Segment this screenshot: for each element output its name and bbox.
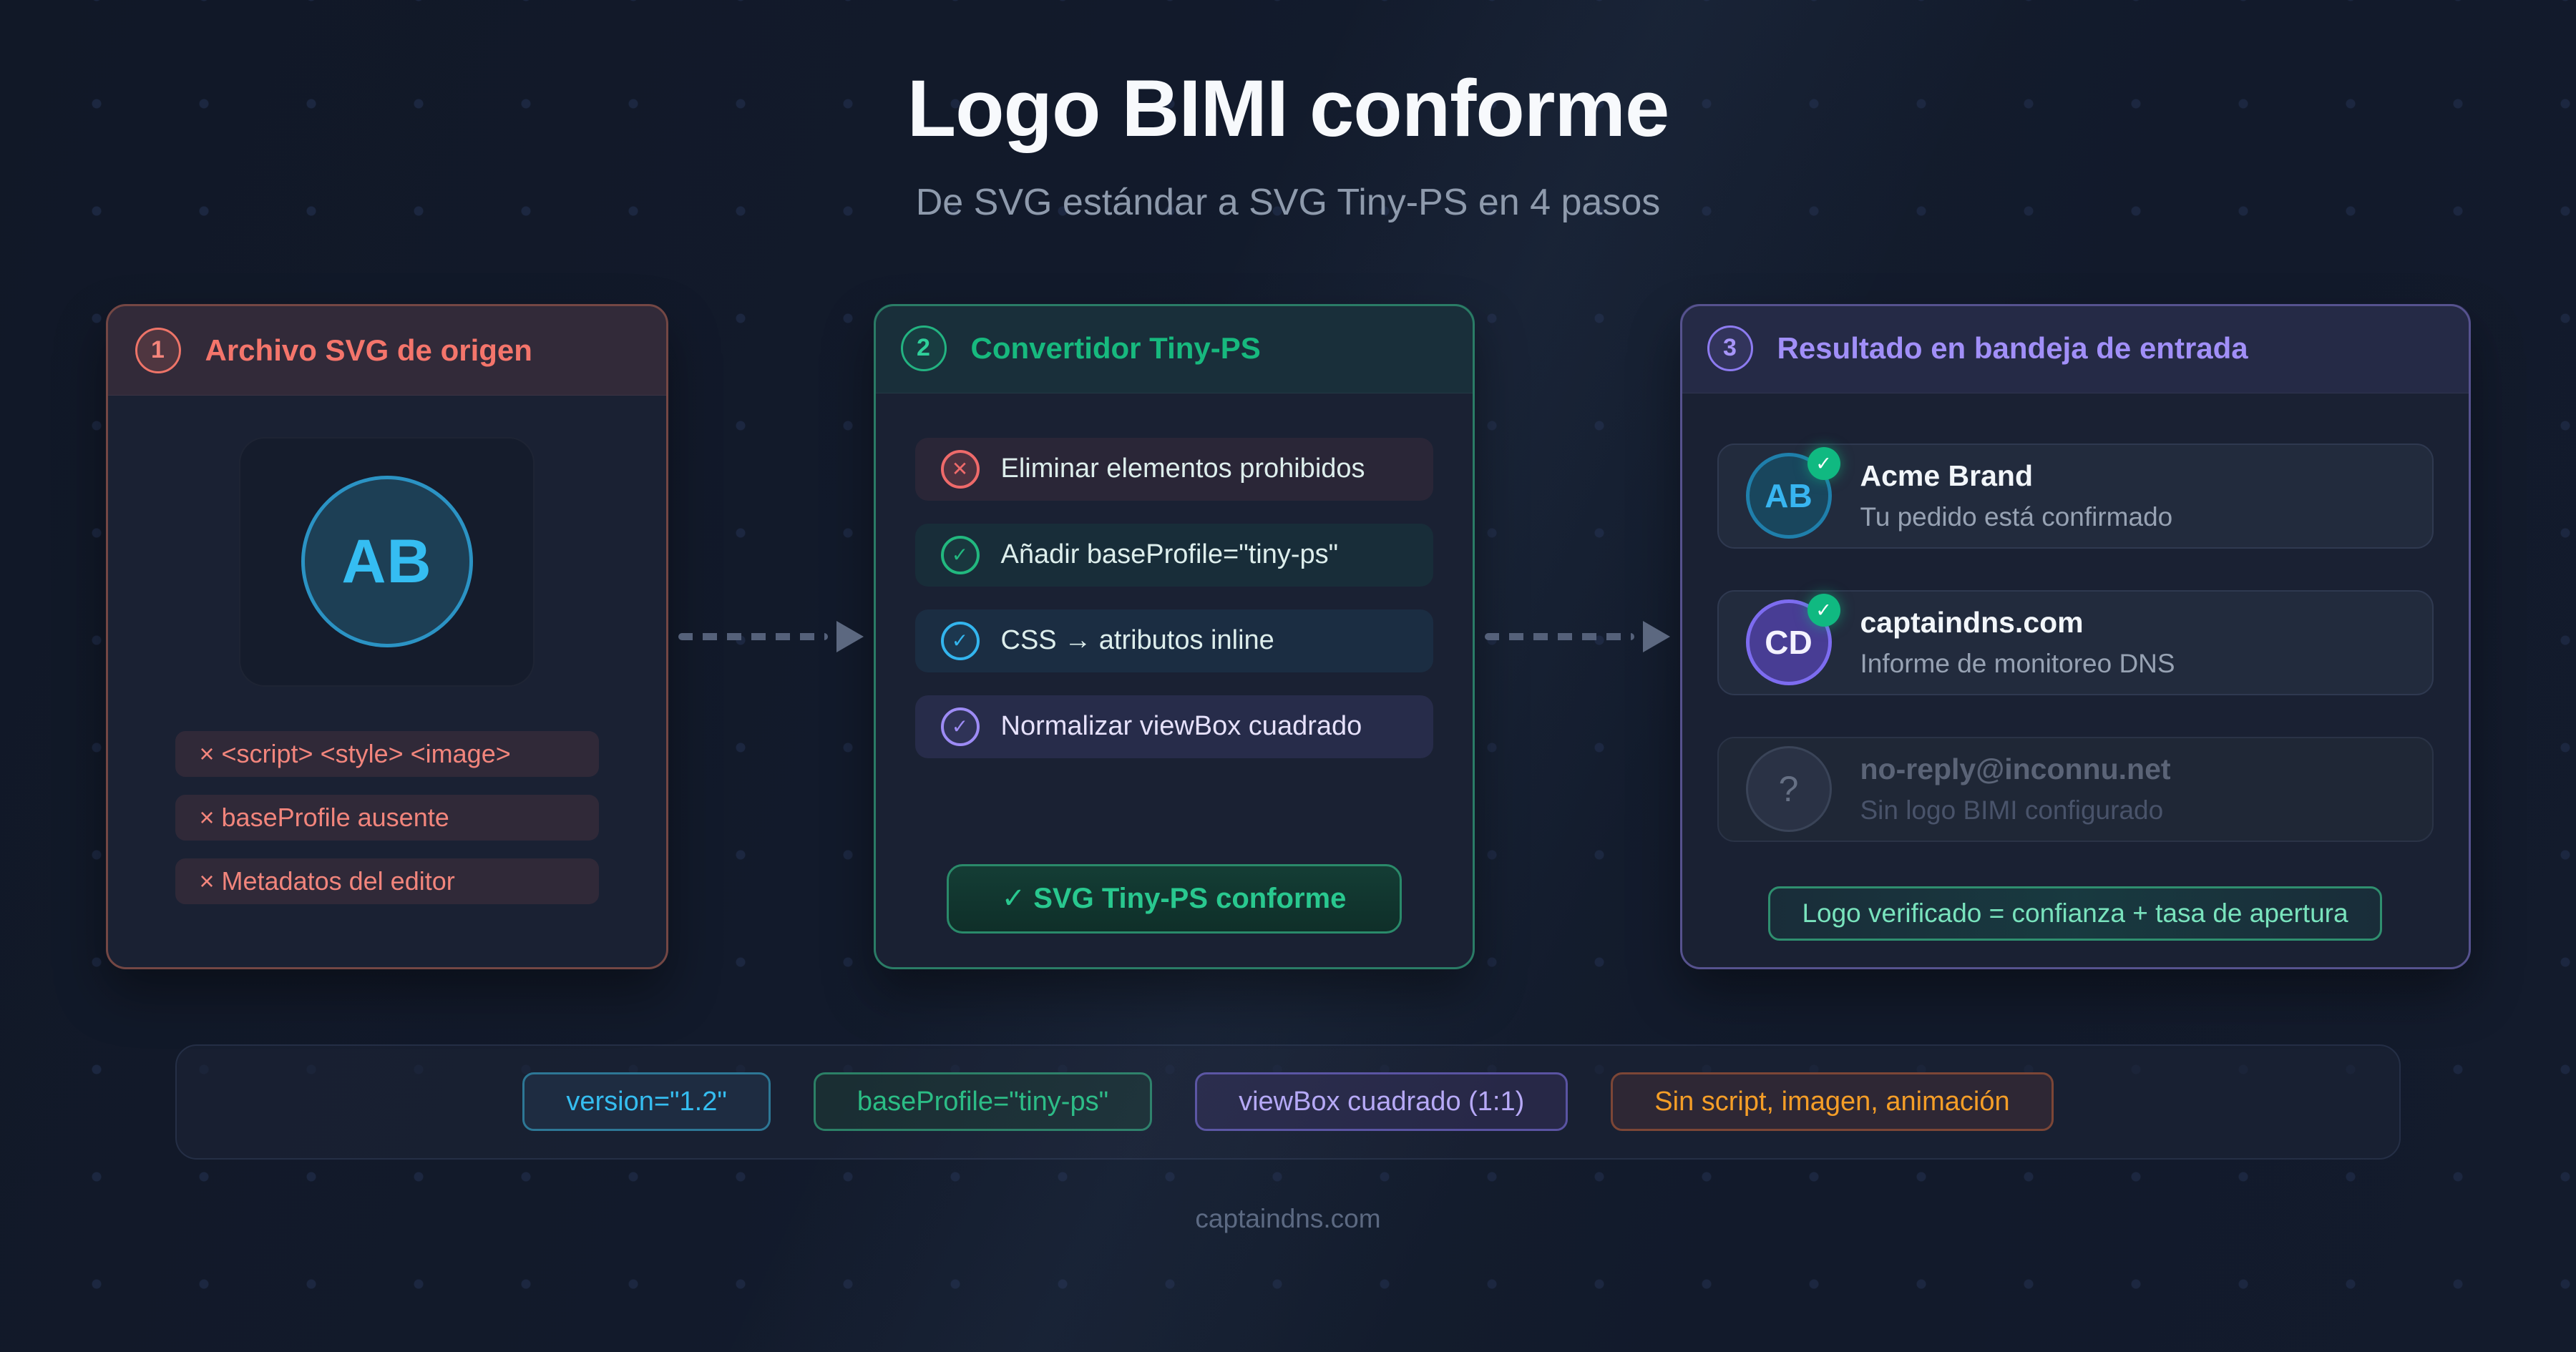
requirements-bar: version="1.2" baseProfile="tiny-ps" view… — [175, 1044, 2401, 1160]
requirement-chip: baseProfile="tiny-ps" — [813, 1072, 1153, 1132]
card-inbox-result: 3 Resultado en bandeja de entrada AB Acm… — [1679, 303, 2471, 969]
result-pill: ✓ SVG Tiny-PS conforme — [946, 863, 1402, 934]
email-row: ? no-reply@inconnu.net Sin logo BIMI con… — [1717, 736, 2434, 842]
card-source-body: AB × <script> <style> <image> × baseProf… — [108, 396, 666, 967]
check-circle-icon — [940, 621, 980, 660]
card-title: Convertidor Tiny-PS — [970, 330, 1261, 365]
step-label: Añadir baseProfile="tiny-ps" — [1000, 539, 1339, 570]
page-title: Logo BIMI conforme — [907, 64, 1670, 153]
x-circle-icon — [940, 449, 980, 489]
email-subject: Informe de monitoreo DNS — [1860, 649, 2175, 679]
verified-badge-icon — [1807, 594, 1840, 627]
step-badge: 2 — [900, 325, 947, 371]
email-text: no-reply@inconnu.net Sin logo BIMI confi… — [1860, 753, 2171, 826]
email-sender: captaindns.com — [1860, 606, 2084, 640]
card-converter-body: Eliminar elementos prohibidos Añadir bas… — [874, 393, 1475, 969]
header: Logo BIMI conforme De SVG estándar a SVG… — [0, 0, 2576, 224]
issue-pill: × Metadatos del editor — [175, 858, 599, 904]
email-subject: Tu pedido está confirmado — [1860, 502, 2173, 532]
email-sender: Acme Brand — [1860, 459, 2034, 493]
card-title: Resultado en bandeja de entrada — [1777, 330, 2248, 365]
email-row: AB Acme Brand Tu pedido está confirmado — [1717, 443, 2434, 549]
arrow-dashes — [678, 632, 828, 640]
converter-step-row: Añadir baseProfile="tiny-ps" — [914, 523, 1433, 587]
step-label: Normalizar viewBox cuadrado — [1000, 711, 1362, 742]
arrow-head-icon — [836, 620, 864, 652]
converter-step-row: Normalizar viewBox cuadrado — [914, 695, 1433, 758]
inbox-note: Logo verificado = confianza + tasa de ap… — [1768, 886, 2382, 941]
email-sender: no-reply@inconnu.net — [1860, 753, 2171, 786]
converter-step-row: CSS → atributos inline — [914, 609, 1433, 672]
email-text: captaindns.com Informe de monitoreo DNS — [1860, 606, 2175, 679]
avatar: ? — [1745, 746, 1832, 833]
step-badge: 1 — [135, 327, 181, 373]
card-inbox-header: 3 Resultado en bandeja de entrada — [1679, 303, 2471, 393]
requirement-chip: viewBox cuadrado (1:1) — [1195, 1072, 1568, 1132]
issue-pill: × baseProfile ausente — [175, 794, 599, 841]
requirement-chip: version="1.2" — [522, 1072, 771, 1132]
email-subject: Sin logo BIMI configurado — [1860, 795, 2164, 826]
card-inbox-body: AB Acme Brand Tu pedido está confirmado … — [1680, 393, 2471, 969]
arrow-dashes — [1484, 632, 1634, 640]
arrow-head-icon — [1642, 620, 1670, 652]
brand-logo-preview: AB — [239, 436, 535, 687]
card-converter-header: 2 Convertidor Tiny-PS — [873, 303, 1475, 393]
check-circle-icon — [940, 535, 980, 574]
avatar: AB — [1745, 447, 1840, 539]
flow-row: 1 Archivo SVG de origen AB × <script> <s… — [0, 303, 2576, 969]
email-row: CD captaindns.com Informe de monitoreo D… — [1717, 589, 2434, 695]
verified-badge-icon — [1807, 447, 1840, 481]
flow-arrow — [668, 620, 874, 652]
avatar-initials: CD — [1745, 599, 1832, 686]
card-title: Archivo SVG de origen — [205, 333, 532, 367]
avatar: CD — [1745, 594, 1840, 686]
converter-step-row: Eliminar elementos prohibidos — [914, 437, 1433, 501]
step-badge: 3 — [1707, 325, 1753, 371]
email-text: Acme Brand Tu pedido está confirmado — [1860, 459, 2173, 532]
check-circle-icon — [940, 707, 980, 746]
flow-arrow — [1475, 620, 1680, 652]
card-source-header: 1 Archivo SVG de origen — [107, 305, 666, 396]
step-label: CSS → atributos inline — [1000, 625, 1274, 656]
page-subtitle: De SVG estándar a SVG Tiny-PS en 4 pasos — [915, 181, 1661, 223]
brand-logo-circle: AB — [301, 476, 473, 648]
card-source-svg: 1 Archivo SVG de origen AB × <script> <s… — [105, 303, 668, 969]
footer-domain: captaindns.com — [1195, 1203, 1381, 1233]
card-converter: 2 Convertidor Tiny-PS Eliminar elementos… — [873, 303, 1475, 969]
requirement-chip: Sin script, imagen, animación — [1611, 1072, 2054, 1132]
issue-list: × <script> <style> <image> × baseProfile… — [175, 730, 599, 904]
avatar-initials: ? — [1745, 746, 1832, 833]
issue-pill: × <script> <style> <image> — [175, 730, 599, 777]
step-label: Eliminar elementos prohibidos — [1000, 454, 1365, 484]
